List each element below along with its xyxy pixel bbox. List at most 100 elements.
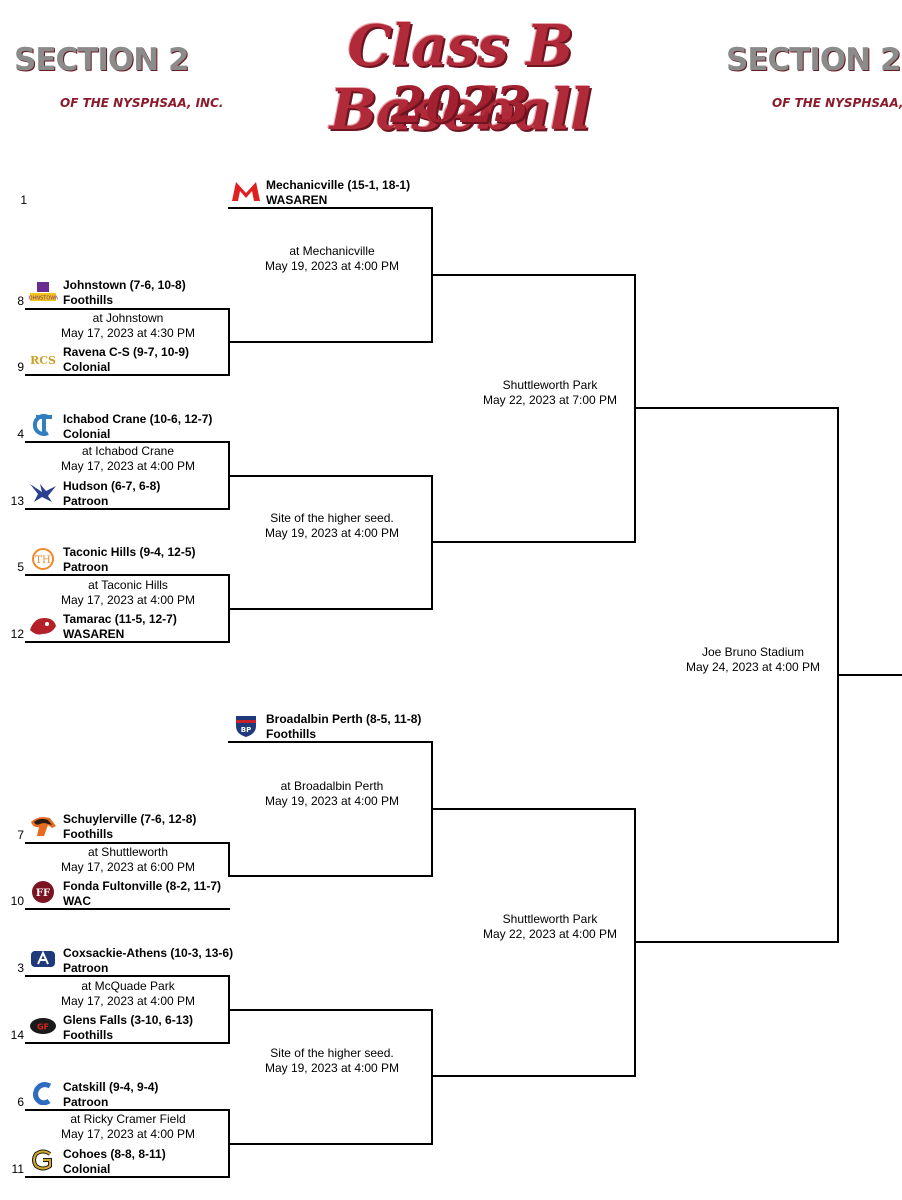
seed-number: 5 <box>17 560 24 574</box>
team-league: WASAREN <box>266 193 328 207</box>
quarterfinal-game-info: at Mechanicville May 19, 2023 at 4:00 PM <box>234 244 430 274</box>
team-entry: Coxsackie-Athens (10-3, 13-6) Patroon <box>63 946 233 976</box>
team-entry: Fonda Fultonville (8-2, 11-7) WAC <box>63 879 221 909</box>
game-site: at Ricky Cramer Field <box>70 1112 186 1126</box>
team-name: Coxsackie-Athens (10-3, 13-6) <box>63 946 234 960</box>
team-league: Colonial <box>63 360 111 374</box>
team-name: Glens Falls (3-10, 6-13) <box>63 1013 194 1027</box>
team-entry: Schuylerville (7-6, 12-8) Foothills <box>63 812 196 842</box>
team-name: Tamarac (11-5, 12-7) <box>63 612 177 626</box>
bracket-line <box>228 475 433 477</box>
gf-logo-icon: GF <box>30 1018 56 1034</box>
bracket-line <box>431 808 636 810</box>
team-entry: Ravena C-S (9-7, 10-9) Colonial <box>63 345 189 375</box>
game-time: May 19, 2023 at 4:00 PM <box>264 1061 400 1075</box>
team-name: Broadalbin Perth (8-5, 11-8) <box>266 712 422 726</box>
game-time: May 17, 2023 at 4:00 PM <box>60 459 196 473</box>
section2-logo-subtext: OF THE NYSPHSAA, INC. <box>772 96 902 110</box>
team-league: Patroon <box>63 1095 109 1109</box>
bracket-line <box>25 842 230 844</box>
svg-text:GF: GF <box>37 1023 49 1032</box>
team-entry: Catskill (9-4, 9-4) Patroon <box>63 1080 158 1110</box>
game-site: at McQuade Park <box>81 979 175 993</box>
team-entry: Tamarac (11-5, 12-7) WASAREN <box>63 612 177 642</box>
team-entry: Johnstown (7-6, 10-8) Foothills <box>63 278 186 308</box>
round1-game-info: at Ricky Cramer Field May 17, 2023 at 4:… <box>30 1112 226 1142</box>
game-time: May 17, 2023 at 4:30 PM <box>60 326 196 340</box>
round1-game-info: at Johnstown May 17, 2023 at 4:30 PM <box>30 311 226 341</box>
bracket-line <box>25 508 230 510</box>
team-name: Johnstown (7-6, 10-8) <box>63 278 186 292</box>
seed-number: 14 <box>10 1028 24 1042</box>
ca-logo-icon <box>31 950 55 967</box>
game-time: May 22, 2023 at 4:00 PM <box>482 927 618 941</box>
g-logo-icon <box>32 1149 52 1171</box>
bracket-line <box>431 274 636 276</box>
game-site: Site of the higher seed. <box>270 1046 394 1060</box>
seed-number: 1 <box>20 193 27 207</box>
team-name: Fonda Fultonville (8-2, 11-7) <box>63 879 222 893</box>
rcs-logo-icon: RCS <box>30 354 56 367</box>
game-site: at Johnstown <box>92 311 164 325</box>
section2-logo-text: SECTION 2 <box>14 42 190 78</box>
game-site: Site of the higher seed. <box>270 511 394 525</box>
bracket-line <box>228 1009 433 1011</box>
game-time: May 19, 2023 at 4:00 PM <box>264 259 400 273</box>
game-site: at Shuttleworth <box>87 845 169 859</box>
team-name: Ichabod Crane (10-6, 12-7) <box>63 412 213 426</box>
page-title: Class B Baseball <box>329 13 592 143</box>
mechanicville-logo-icon <box>232 182 260 201</box>
seed-number: 13 <box>10 494 24 508</box>
team-entry: Broadalbin Perth (8-5, 11-8) Foothills <box>266 712 421 742</box>
game-time: May 19, 2023 at 4:00 PM <box>264 526 400 540</box>
team-entry: Cohoes (8-8, 8-11) Colonial <box>63 1147 166 1177</box>
bracket-line <box>25 1109 230 1111</box>
seed-number: 4 <box>17 427 24 441</box>
seed-number: 10 <box>10 894 24 908</box>
section2-logo-left: SECTION 2 OF THE NYSPHSAA, INC. <box>10 38 223 128</box>
team-league: WAC <box>63 894 91 908</box>
section2-logo-subtext: OF THE NYSPHSAA, INC. <box>60 96 224 110</box>
game-time: May 22, 2023 at 7:00 PM <box>482 393 618 407</box>
game-site: at Ichabod Crane <box>81 444 175 458</box>
team-league: Colonial <box>63 1162 111 1176</box>
team-league: Foothills <box>63 293 113 307</box>
bracket-line <box>431 1009 433 1145</box>
seed-number: 11 <box>11 1162 24 1176</box>
bracket-line <box>25 975 230 977</box>
bracket-line <box>25 1176 230 1178</box>
bracket-line <box>634 407 839 409</box>
team-league: Foothills <box>63 827 113 841</box>
team-league: Colonial <box>63 427 111 441</box>
semifinal-game-info: Shuttleworth Park May 22, 2023 at 4:00 P… <box>452 912 648 942</box>
team-league: Foothills <box>63 1028 113 1042</box>
round1-game-info: at Ichabod Crane May 17, 2023 at 4:00 PM <box>30 444 226 474</box>
quarterfinal-game-info: Site of the higher seed. May 19, 2023 at… <box>234 1046 430 1076</box>
bracket-line <box>228 875 433 877</box>
game-time: May 24, 2023 at 4:00 PM <box>685 660 821 674</box>
seed-number: 7 <box>17 828 24 842</box>
th-logo-icon: TH <box>32 548 54 570</box>
team-league: Patroon <box>63 494 109 508</box>
team-league: WASAREN <box>63 627 125 641</box>
section2-logo-text: SECTION 2 <box>726 42 902 78</box>
hawk-logo-icon <box>30 484 56 502</box>
semifinal-game-info: Shuttleworth Park May 22, 2023 at 7:00 P… <box>452 378 648 408</box>
svg-text:JOHNSTOWN: JOHNSTOWN <box>28 296 58 302</box>
ff-logo-icon: FF <box>32 881 54 903</box>
team-league: Patroon <box>63 961 109 975</box>
game-site: at Broadalbin Perth <box>280 779 384 793</box>
team-name: Taconic Hills (9-4, 12-5) <box>63 545 196 559</box>
bracket-line <box>25 574 230 576</box>
seed-number: 8 <box>17 294 24 308</box>
bracket-line <box>228 341 433 343</box>
c-logo-icon <box>33 1082 52 1105</box>
game-site: at Mechanicville <box>289 244 375 258</box>
seed-number: 12 <box>10 627 24 641</box>
game-site: Shuttleworth Park <box>502 912 598 926</box>
seed-number: 9 <box>17 360 24 374</box>
bracket-line <box>25 374 230 376</box>
team-league: Foothills <box>266 727 316 741</box>
bracket-line <box>228 1143 433 1145</box>
final-game-info: Joe Bruno Stadium May 24, 2023 at 4:00 P… <box>655 645 851 675</box>
